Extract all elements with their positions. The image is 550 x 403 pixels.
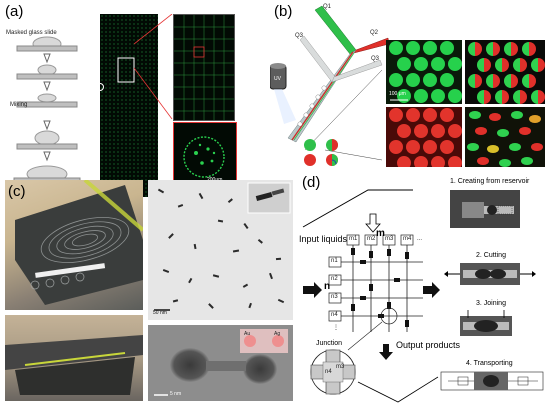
chip-photo-bottom — [5, 315, 143, 401]
chip-photo-top — [5, 180, 143, 310]
droplet-image-janus — [465, 40, 545, 104]
panel-a-label: (a) — [5, 3, 24, 20]
microfluidic-channels — [270, 5, 390, 166]
panel-c-scale-bar-50nm: 50 nm — [153, 310, 167, 316]
q2-label: Q2 — [370, 30, 379, 36]
grid-zoom — [173, 14, 235, 121]
col-label-m1: m1 — [349, 236, 358, 242]
inset-au-label: Au — [244, 331, 251, 337]
zoom-lines — [134, 14, 173, 120]
row-label-n1: n1 — [331, 258, 338, 264]
step-slide-2 — [16, 64, 78, 80]
op-cutting-figure — [444, 263, 536, 285]
step-slide-4 — [16, 130, 78, 150]
panel-d: (d) — [298, 172, 550, 403]
op-creating-figure — [450, 190, 520, 228]
panel-c: (c) — [0, 175, 295, 403]
fluorescence-slide-marker — [96, 83, 104, 91]
q3-label-right: Q3 — [371, 56, 380, 62]
mixing-label: Mixing — [10, 102, 28, 108]
uv-label: UV — [274, 76, 281, 82]
panel-b: (b) Q1 — [270, 0, 550, 170]
tem-image-bottom: Au Ag 5 nm — [148, 325, 293, 401]
row-label-n3: n3 — [331, 294, 338, 300]
row-label-n4: n4 — [331, 312, 338, 318]
op-joining-label: 3. Joining — [476, 300, 506, 307]
inset-ag-label: Ag — [274, 331, 281, 337]
panel-b-label: (b) — [274, 3, 293, 20]
step-slide-3 — [16, 93, 78, 108]
panel-d-label: (d) — [302, 174, 321, 191]
droplet-grid-diagram — [302, 189, 544, 403]
input-liquids-label: Input liquids — [299, 234, 348, 244]
tem-image-top: 50 nm — [148, 180, 293, 320]
row-label-n2: n2 — [331, 276, 338, 282]
col-label-m4: m4 — [403, 236, 412, 242]
n-label: n — [324, 281, 331, 292]
output-products-label: Output products — [396, 340, 461, 350]
q3-label-left: Q3 — [295, 33, 304, 39]
panel-c-scale-bar-5nm: 5 nm — [170, 391, 182, 397]
row-label-ellipsis: ⋮ — [333, 325, 339, 331]
fluorescence-slide — [100, 14, 158, 197]
droplet-image-green: 100 μm — [386, 40, 462, 104]
op-creating-label: 1. Creating from reservoir — [450, 178, 530, 185]
droplet-image-mixed — [465, 107, 545, 167]
col-label-m2: m2 — [367, 236, 376, 242]
step-slide-1 — [16, 36, 78, 52]
op-joining-figure — [460, 310, 512, 336]
droplet-image-red — [386, 107, 462, 167]
op-transporting-figure — [440, 371, 544, 391]
m-label: m — [376, 228, 385, 239]
junction-label: Junction — [316, 340, 343, 347]
q1-label: Q1 — [323, 4, 332, 10]
op-transporting-label: 4. Transporting — [466, 360, 513, 367]
junction-n-label: n4 — [325, 369, 332, 375]
panel-b-scale-bar-label: 100 μm — [389, 91, 406, 97]
masked-glass-slide-label: Masked glass slide — [6, 30, 57, 36]
panel-c-label: (c) — [8, 183, 26, 200]
junction-m-label: m3 — [336, 364, 345, 370]
panel-a-steps-diagram — [13, 36, 81, 184]
col-label-ellipsis: ... — [417, 236, 423, 242]
panel-a: (a) Masked glass slide Mixing — [0, 0, 270, 200]
op-cutting-label: 2. Cutting — [476, 252, 506, 259]
col-label-m3: m3 — [385, 236, 394, 242]
